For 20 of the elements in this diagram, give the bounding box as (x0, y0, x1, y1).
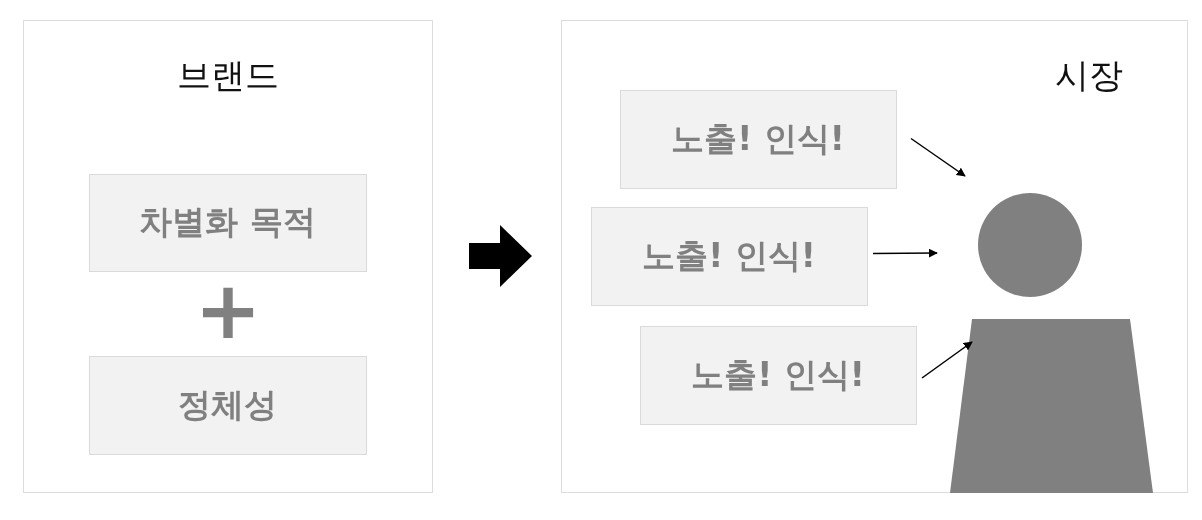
panel (561, 20, 1188, 493)
arrow (910, 137, 966, 177)
label-text: 정체성 (178, 383, 277, 426)
panel-title: 브랜드 (176, 54, 280, 97)
panel-title: 시장 (1055, 54, 1123, 97)
person-silhouette (949, 192, 1153, 493)
label-text: 차별화 목적 (139, 201, 316, 243)
label-text: 노출! 인식! (642, 234, 816, 277)
label-box (88, 173, 367, 272)
label-box (639, 325, 917, 425)
plus-sign: + (193, 271, 263, 351)
label-text: 노출! 인식! (691, 353, 865, 396)
block-arrow (469, 225, 532, 287)
label-text: 노출! 인식! (671, 117, 845, 160)
label-box (619, 89, 897, 189)
label-box (590, 206, 868, 306)
arrow (921, 341, 973, 379)
label-box (88, 355, 367, 455)
panel (23, 20, 433, 493)
arrow (872, 248, 938, 258)
